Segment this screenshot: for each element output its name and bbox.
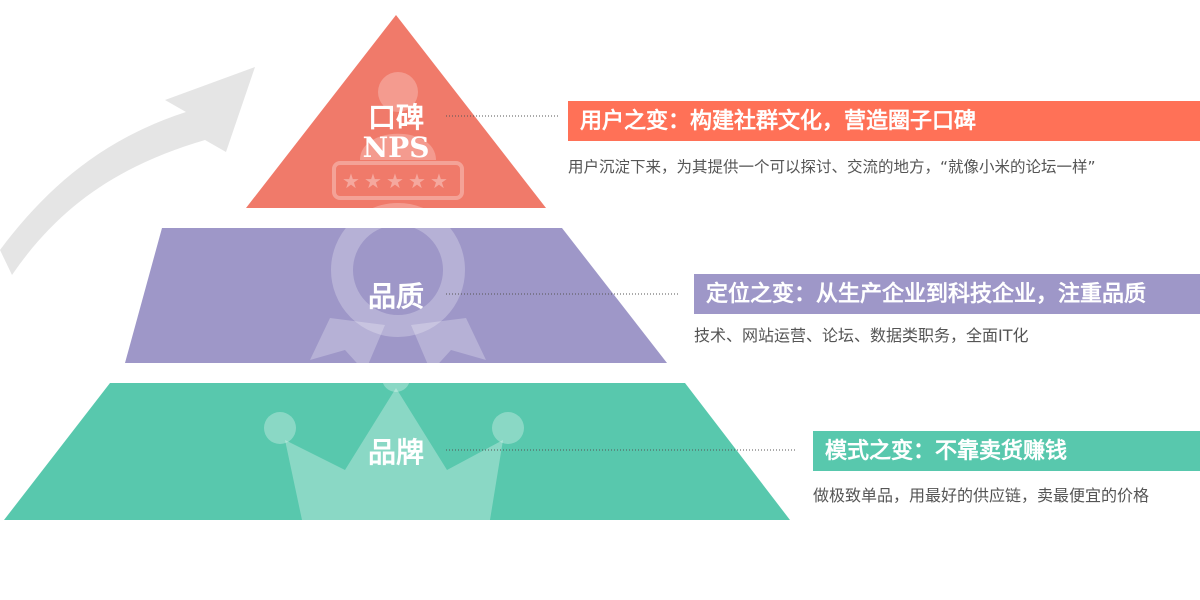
svg-text:★: ★	[342, 169, 360, 193]
desc-bottom: 做极致单品，用最好的供应链，卖最便宜的价格	[813, 486, 1150, 505]
title-bar-middle: 定位之变：从生产企业到科技企业，注重品质	[694, 274, 1200, 314]
pyramid-layer-top	[246, 15, 546, 208]
layer-label-bottom-text: 品牌	[367, 436, 424, 469]
pyramid-layer-middle	[125, 228, 667, 363]
person-with-rating-stars-icon: ★★★ ★★	[332, 72, 464, 200]
layer-label-top: 口碑 NPS	[346, 103, 446, 163]
svg-text:★: ★	[430, 169, 448, 193]
layer-label-top-line2: NPS	[362, 131, 430, 164]
svg-text:★: ★	[364, 169, 382, 193]
crown-icon	[264, 364, 524, 520]
desc-top: 用户沉淀下来，为其提供一个可以探讨、交流的地方，“就像小米的论坛一样”	[568, 158, 1096, 176]
layer-label-middle-text: 品质	[367, 280, 424, 313]
pyramid-layer-bottom	[4, 383, 790, 520]
desc-middle: 技术、网站运营、论坛、数据类职务，全面IT化	[694, 326, 1029, 345]
layer-label-bottom: 品牌	[346, 438, 446, 468]
svg-text:★: ★	[408, 169, 426, 193]
layer-label-middle: 品质	[346, 282, 446, 312]
title-bar-top: 用户之变：构建社群文化，营造圈子口碑	[568, 101, 1200, 141]
title-bottom-text: 模式之变：不靠卖货赚钱	[825, 438, 1068, 464]
title-top-text: 用户之变：构建社群文化，营造圈子口碑	[580, 108, 977, 134]
title-middle-text: 定位之变：从生产企业到科技企业，注重品质	[706, 281, 1147, 307]
layer-label-top-line1: 口碑	[367, 101, 424, 134]
growth-arrow-icon	[0, 67, 255, 275]
award-ribbon-icon	[310, 203, 486, 372]
svg-text:★: ★	[386, 169, 404, 193]
title-bar-bottom: 模式之变：不靠卖货赚钱	[813, 431, 1200, 471]
